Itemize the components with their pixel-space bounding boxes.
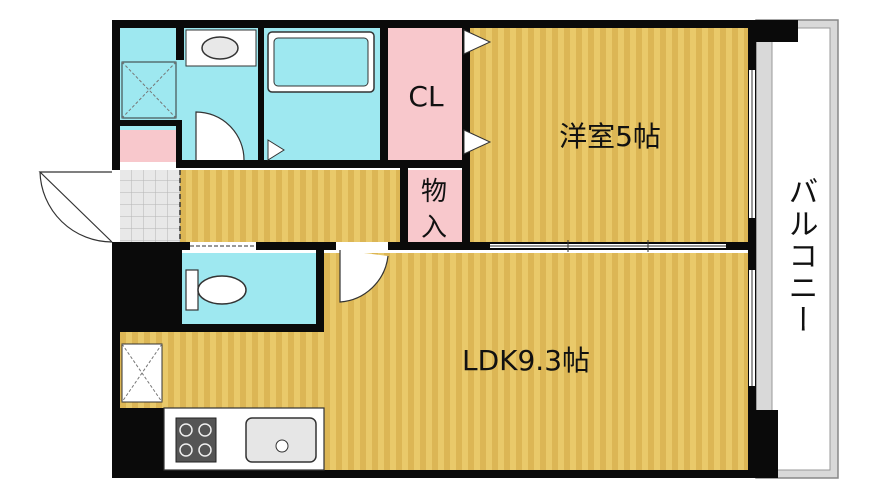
- wall-left-lower: [112, 242, 120, 478]
- wall-block-left-mid: [112, 242, 182, 332]
- wall-toilet-bottom: [176, 324, 324, 332]
- wall-toilet-right: [316, 242, 324, 332]
- wall-block-left-low: [112, 408, 164, 478]
- door-swing-icon: [195, 111, 245, 161]
- kitchen-counter-outline: [163, 407, 325, 471]
- balcony-inner: [771, 27, 831, 471]
- sink-drain: [275, 439, 289, 453]
- pan-cross: [121, 61, 177, 119]
- wall-washroom-cab: [176, 120, 182, 168]
- toilet-tank: [185, 269, 199, 311]
- door-swing-icon: [339, 250, 389, 303]
- hallway-floor: [180, 170, 406, 245]
- toilet-icon: [197, 275, 247, 305]
- closet-door-marker: [463, 129, 492, 155]
- wall-room-bottom: [176, 242, 748, 250]
- stove-burner: [198, 443, 212, 457]
- closet-door-marker: [463, 29, 492, 55]
- storage-floor: [406, 170, 464, 245]
- washbasin-icon: [201, 36, 239, 60]
- wall-bath-right: [380, 20, 388, 168]
- wall-left-upper: [112, 20, 120, 170]
- closet-floor: [388, 28, 464, 160]
- western-room-floor: [470, 28, 748, 245]
- wall-bottom: [112, 470, 756, 478]
- wall-washroom-mid: [120, 120, 182, 126]
- wall-corner-bottom-right: [748, 410, 778, 478]
- wall-hall-top: [176, 160, 470, 168]
- entry-tile-floor: [120, 170, 180, 242]
- wall-washroom-left-top: [176, 20, 184, 60]
- wall-bath-left: [258, 20, 264, 160]
- wall-corner-top-right: [748, 20, 798, 42]
- opening-ldk-door: [336, 242, 388, 250]
- stove-burner: [198, 423, 212, 437]
- door-swing-icon: [38, 171, 113, 243]
- stove-burner: [179, 443, 193, 457]
- storage-label-line1: 物: [421, 177, 447, 207]
- wall-right: [748, 20, 756, 478]
- door-hinge-marker: [267, 139, 285, 161]
- ldk-label: LDK9.3帖: [462, 344, 590, 377]
- wall-storage-left: [400, 168, 408, 245]
- western-room-label: 洋室5帖: [559, 120, 661, 153]
- storage-label-line2: 入: [421, 213, 447, 243]
- pink-cabinet: [120, 130, 176, 162]
- entrance-door-arc: [39, 171, 113, 243]
- bathtub-inner: [273, 37, 369, 87]
- balcony-label: バルコニー: [783, 176, 818, 336]
- closet-label: CL: [408, 80, 444, 113]
- stove-burner: [179, 423, 193, 437]
- wall-top: [112, 20, 756, 28]
- pan-cross: [121, 61, 177, 119]
- fridge-cross: [121, 343, 163, 403]
